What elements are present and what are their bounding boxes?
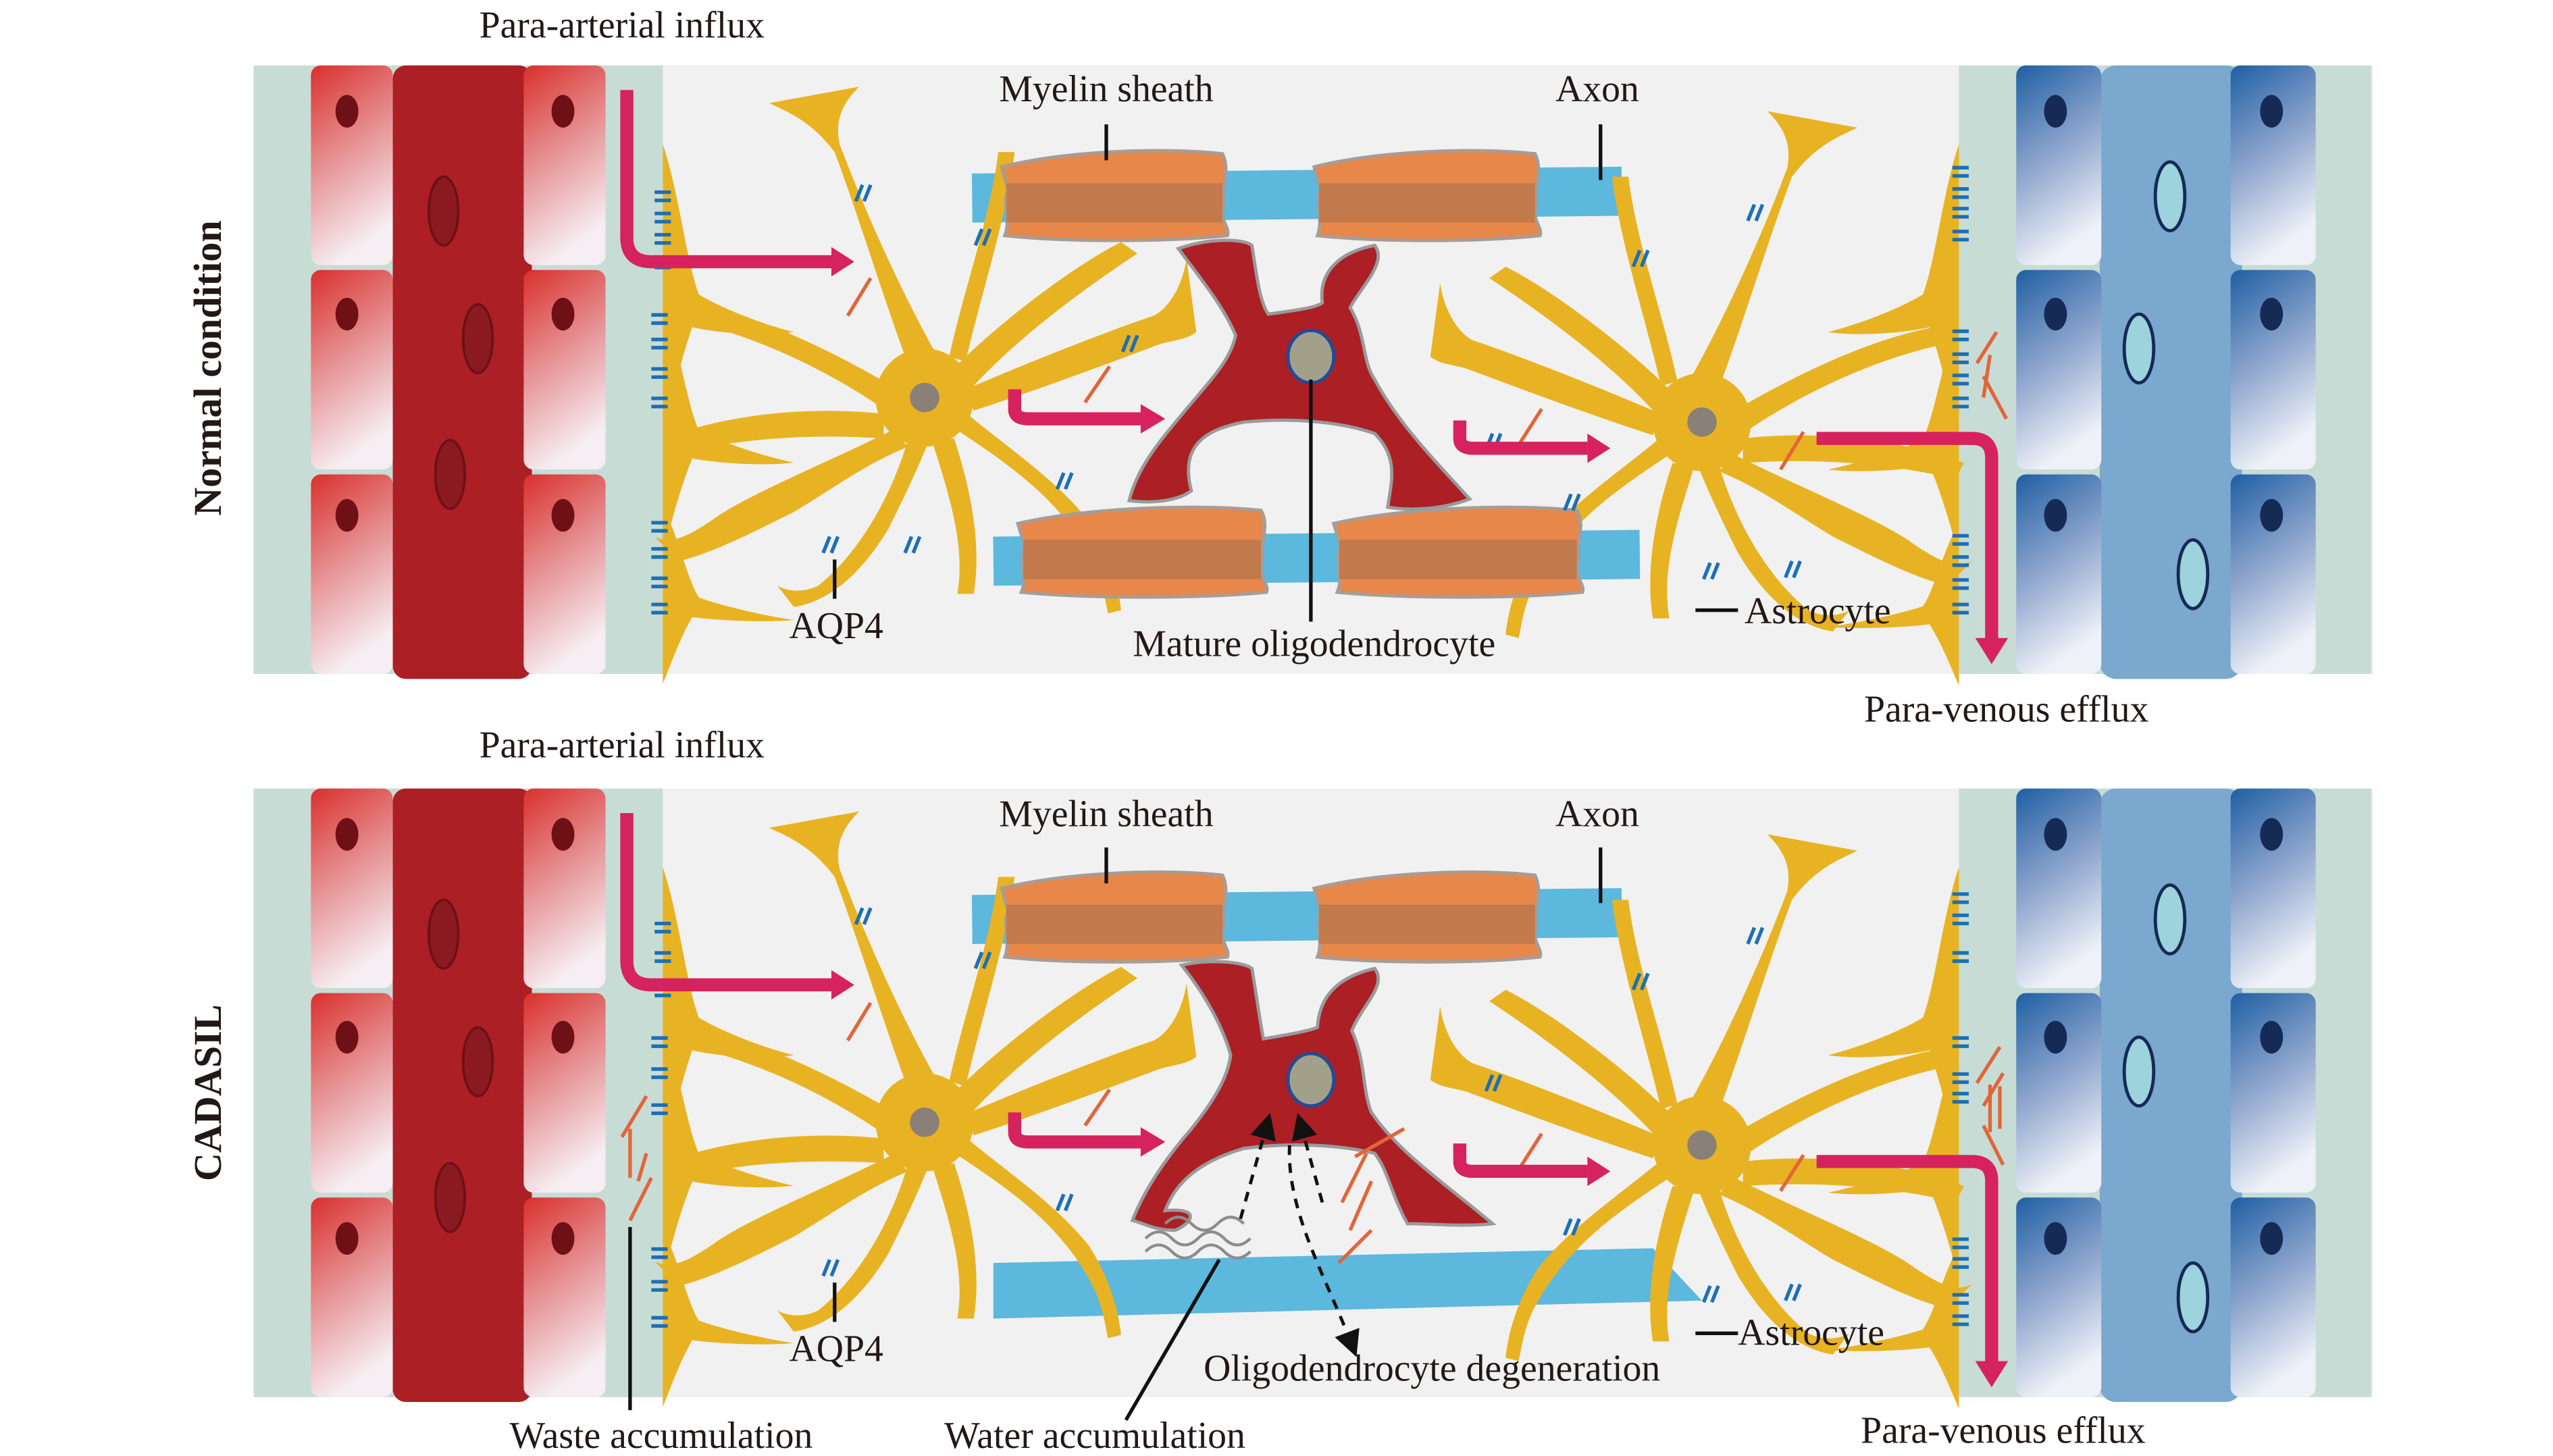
label-para-arterial-influx: Para-arterial influx: [480, 725, 765, 766]
label-oligodendrocyte-degeneration: Oligodendrocyte degeneration: [1204, 1348, 1660, 1390]
label-mature-oligodendrocyte: Mature oligodendrocyte: [1133, 623, 1495, 665]
panel-cadasil: Para-arterial influx Myelin sheath Axon …: [186, 725, 2373, 1456]
label-para-venous-efflux: Para-venous efflux: [1864, 688, 2149, 730]
label-myelin-sheath: Myelin sheath: [999, 68, 1213, 110]
oligodendrocyte-nucleus: [1286, 1051, 1336, 1108]
flow-arrows: [620, 90, 2009, 665]
label-astrocyte: Astrocyte: [1745, 590, 1891, 632]
artery: [252, 787, 665, 1403]
label-waste-accumulation: Waste accumulation: [509, 1415, 813, 1456]
waste-particles: [846, 277, 2009, 471]
label-axon: Axon: [1555, 68, 1639, 110]
label-aqp4: AQP4: [790, 605, 883, 647]
degeneration-arrows: [1239, 1112, 1360, 1357]
label-myelin-sheath: Myelin sheath: [999, 793, 1213, 835]
oligodendrocyte-nucleus: [1286, 328, 1336, 385]
vein: [1959, 789, 2371, 1402]
waste-particles: [620, 1002, 2005, 1265]
label-astrocyte: Astrocyte: [1738, 1311, 1884, 1353]
label-para-venous-efflux: Para-venous efflux: [1861, 1410, 2146, 1452]
artery: [252, 64, 665, 681]
label-axon: Axon: [1555, 793, 1639, 835]
row-label-normal: Normal condition: [186, 220, 230, 516]
row-label-cadasil: CADASIL: [186, 1004, 230, 1181]
label-water-accumulation: Water accumulation: [944, 1415, 1245, 1456]
label-para-arterial-influx: Para-arterial influx: [480, 5, 765, 47]
label-aqp4: AQP4: [790, 1328, 883, 1370]
panel-normal: Para-arterial influx Myelin sheath Axon …: [186, 5, 2373, 730]
vein: [1959, 66, 2371, 679]
water-waves: [1144, 1216, 1252, 1260]
flow-arrows: [620, 812, 2009, 1388]
